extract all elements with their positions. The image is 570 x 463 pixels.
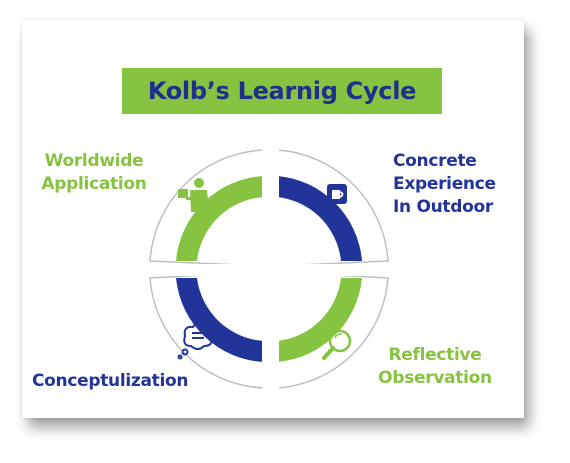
magnifier-icon xyxy=(322,329,352,360)
quadrant-conceptulization xyxy=(149,271,265,389)
cup-icon xyxy=(327,184,347,204)
title-banner: Kolb’s Learnig Cycle xyxy=(122,68,442,114)
thought-bubble-icon xyxy=(177,322,213,360)
quadrant-reflective-observation xyxy=(276,271,389,389)
label-concrete-experience: Concrete Experience In Outdoor xyxy=(393,151,496,217)
label-reflective-observation: Reflective Observation xyxy=(378,345,492,388)
label-conceptulization: Conceptulization xyxy=(32,371,189,391)
presenter-icon xyxy=(178,178,209,212)
diagram-title: Kolb’s Learnig Cycle xyxy=(147,77,417,105)
quadrant-concrete-experience xyxy=(276,149,389,267)
label-worldwide-application: Worldwide Application xyxy=(41,151,147,194)
